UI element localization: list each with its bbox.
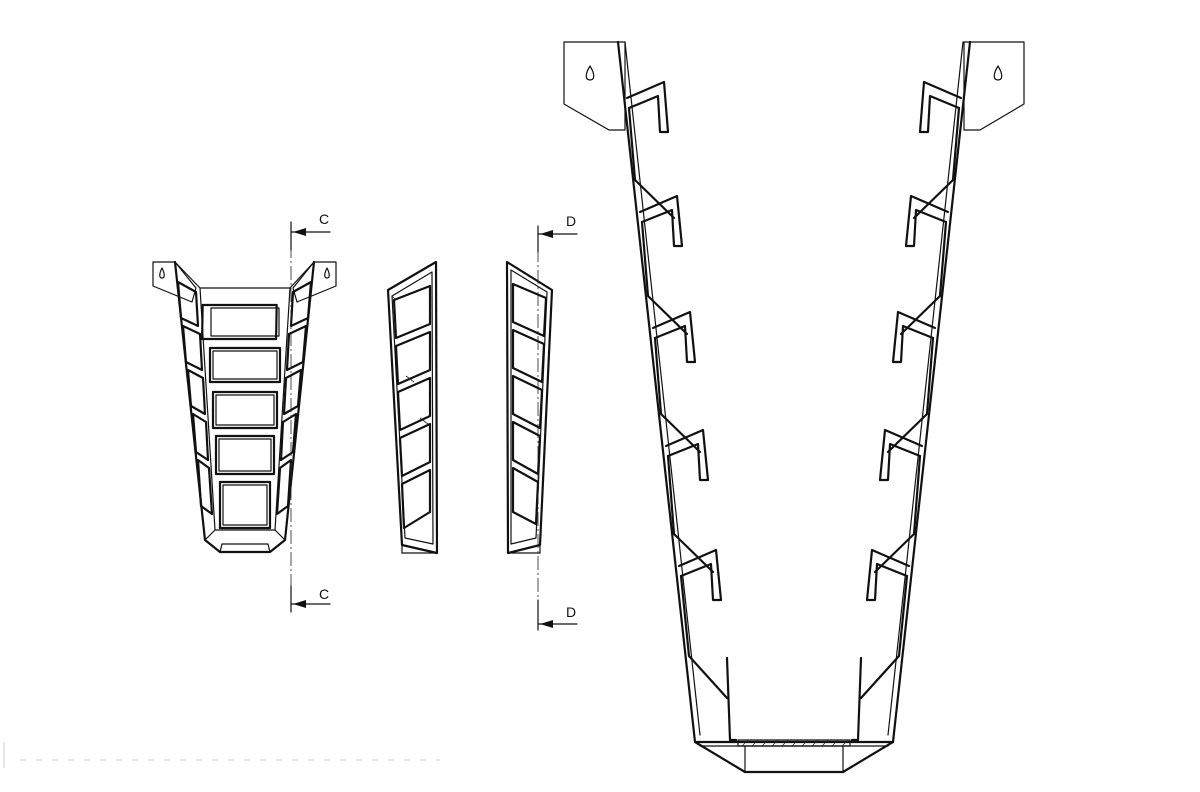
section-right-wall [891, 40, 972, 744]
scan-artifact [3, 742, 440, 768]
front-right-ear [292, 261, 337, 303]
section-label-c-bottom: C [319, 586, 329, 602]
section-label-d-bottom: D [566, 604, 576, 620]
section-floor-hatch [741, 739, 849, 747]
section-left-tabs [625, 80, 738, 742]
section-left-flange [563, 41, 626, 131]
front-center-frames [200, 303, 282, 530]
section-right-flange [963, 41, 1025, 131]
section-floor [737, 739, 851, 747]
section-label-d-top: D [566, 213, 576, 229]
mounting-hole-icon [585, 65, 595, 81]
side-view-left [386, 260, 439, 555]
front-bottom [204, 529, 286, 553]
front-view: C C [152, 211, 337, 613]
section-view [563, 40, 1025, 774]
section-left-wall [616, 40, 697, 744]
side-right-windows [511, 282, 548, 526]
mounting-hole-icon [993, 65, 1003, 81]
front-right-frames [275, 280, 313, 516]
side-view-right: D D [505, 213, 578, 631]
section-right-tabs [850, 80, 963, 742]
front-left-ear [152, 261, 197, 303]
mounting-hole-icon [324, 267, 330, 279]
section-label-c-top: C [319, 211, 329, 227]
side-left-windows [392, 284, 432, 530]
mounting-hole-icon [159, 267, 165, 279]
front-left-frames [176, 280, 214, 516]
